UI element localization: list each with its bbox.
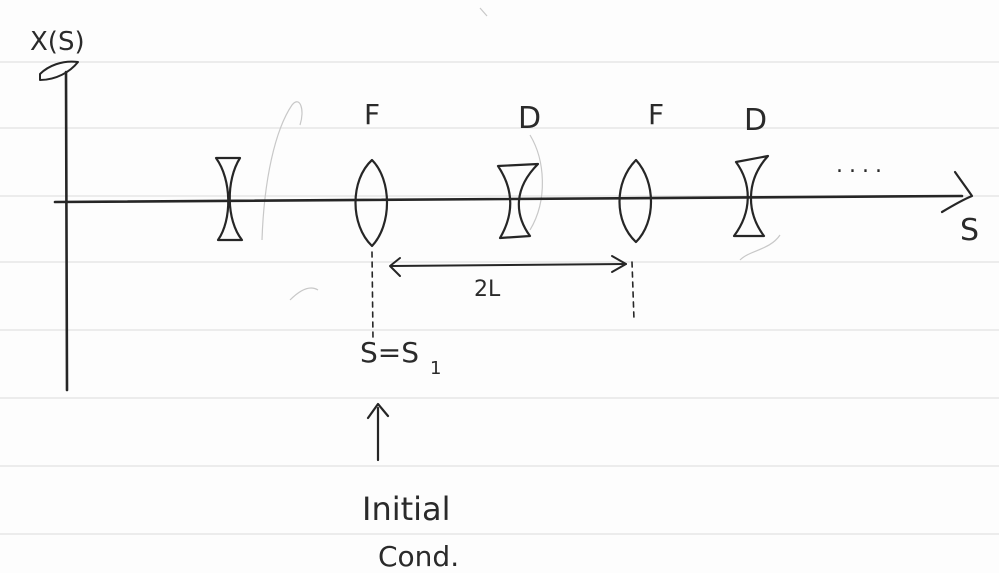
lens-focusing bbox=[618, 158, 653, 244]
condition-label: Cond. bbox=[378, 540, 459, 573]
erased-marks bbox=[261, 7, 781, 301]
lens-defocusing bbox=[214, 156, 244, 242]
lens-label: F bbox=[648, 98, 664, 131]
lens-label: D bbox=[518, 101, 541, 136]
up-arrow-icon bbox=[366, 402, 390, 462]
lens-defocusing bbox=[732, 154, 770, 238]
end-marker-line bbox=[631, 261, 635, 321]
spacing-label: 2L bbox=[474, 277, 501, 302]
horizontal-axis-label: S bbox=[960, 213, 979, 248]
start-position-label: S=S 1 bbox=[360, 336, 441, 379]
lens-label: D bbox=[744, 103, 767, 138]
lens-defocusing bbox=[496, 162, 540, 240]
position-label: S=S bbox=[360, 336, 419, 369]
horizontal-axis: S bbox=[53, 170, 979, 248]
lens-focusing bbox=[354, 158, 388, 248]
lens-label: F bbox=[364, 98, 380, 131]
position-subscript: 1 bbox=[430, 358, 441, 379]
vertical-axis-label: X(S) bbox=[30, 27, 85, 57]
vertical-axis: X(S) bbox=[30, 27, 85, 392]
ruled-lines bbox=[0, 61, 999, 535]
spacing-arrow bbox=[389, 255, 627, 277]
continuation-dots: .... bbox=[836, 153, 888, 178]
start-marker-line bbox=[371, 251, 374, 341]
initial-label: Initial bbox=[362, 490, 451, 528]
